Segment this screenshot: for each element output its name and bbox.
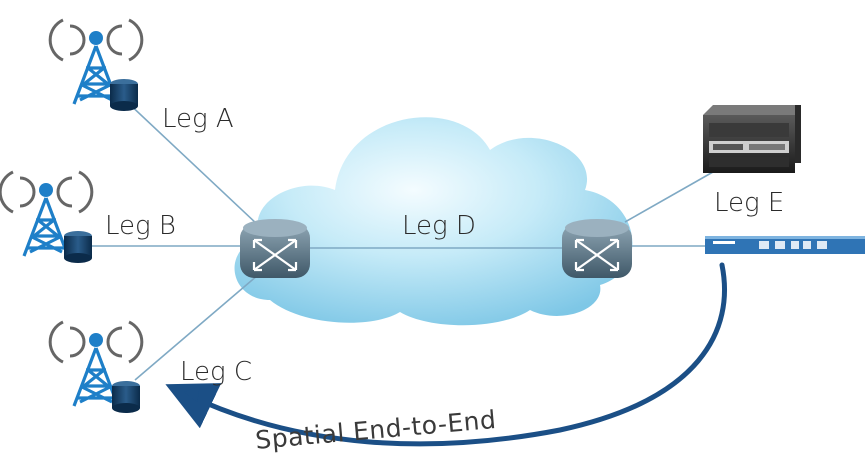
end-to-end-arc-arrow [165,262,728,447]
spatial-end-to-end-label: Spatial End-to-End [254,405,497,455]
rack-server-icon [703,105,801,173]
leg-b-label: Leg B [105,211,176,241]
link-leg-e-server [624,167,721,223]
rack-probe-icon [705,236,865,254]
leg-a-label: Leg A [162,104,234,134]
link-leg-c [134,274,259,381]
cell-tower-icon [48,18,144,111]
leg-c-label: Leg C [180,357,252,387]
link-leg-a [124,99,259,226]
router-switch-icon [240,219,310,278]
leg-e-label: Leg E [714,188,784,218]
arrow-tip [184,386,200,402]
router-switch-icon [562,219,632,278]
cell-tower-icon [0,170,94,263]
link-lines [92,99,721,381]
leg-d-label: Leg D [402,211,476,241]
network-cloud-icon [234,117,633,326]
cell-tower-icon [48,320,144,413]
